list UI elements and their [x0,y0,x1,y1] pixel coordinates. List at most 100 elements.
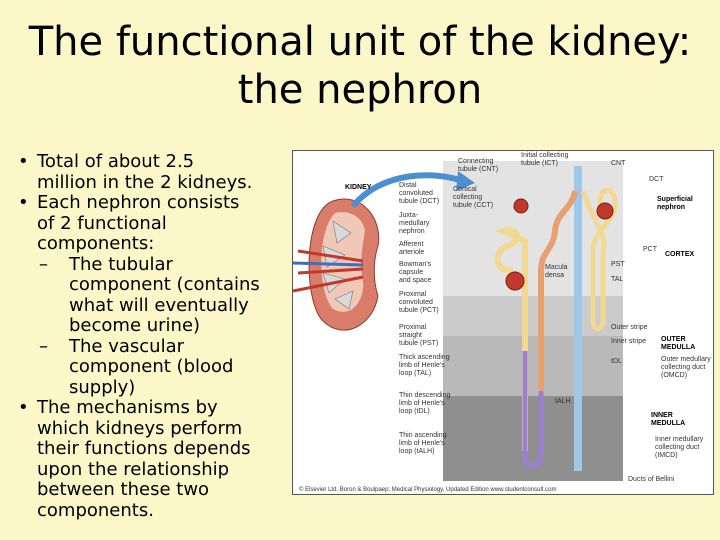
bullet-icon: • [18,397,29,418]
label-cortical-1: Cortical [453,186,477,193]
label-proximal-straight-2: straight [399,332,422,339]
label-imcd-3: (IMCD) [655,452,678,459]
pointer-arrowhead [456,171,475,191]
label-cortex: CORTEX [665,251,695,258]
label-afferent-1: Afferent [399,241,423,248]
bullet-text-line: components: [37,233,155,254]
glomerulus-icon [505,271,525,291]
sub-bullet-text-line: The vascular [69,335,184,357]
label-macula-2: densa [545,272,564,279]
bullet-text-line: their functions depends [37,438,251,459]
bullet-item-mechanisms: • The mechanisms by which kidneys perfor… [10,397,288,521]
bullet-item-components: • Each nephron consists of 2 functional … [10,192,288,255]
bullet-list: • Total of about 2.5 million in the 2 ki… [10,151,288,521]
label-inner-stripe: Inner stripe [611,338,646,345]
label-distal-1: Distal [399,182,417,189]
title-line-2: the nephron [237,67,483,113]
label-talh: tALH [555,398,571,405]
bullet-icon: • [18,151,29,172]
bullet-text-line: The mechanisms by [37,397,218,418]
label-juxta-2: medullary [399,220,430,227]
label-juxta-1: Juxta- [399,212,419,219]
label-bowmans-1: Bowman's [399,261,432,268]
label-distal-2: convoluted [399,190,433,197]
label-inner-medulla-1: INNER [651,412,673,419]
label-outer-medulla-1: OUTER [661,336,686,343]
label-thin-desc-3: loop (tDL) [399,408,430,415]
label-dct: DCT [649,176,664,183]
label-thick-asc-2: limb of Henle's [399,362,445,369]
loop-bottom [522,455,544,469]
sub-bullet-tubular: – The tubular component (contains what w… [10,253,288,337]
figure-credit: © Elsevier Ltd. Boron & Boulpaep: Medica… [299,486,556,493]
sub-bullet-text-line: component (blood [69,356,234,377]
label-outer-medulla-2: MEDULLA [661,344,695,351]
label-proximal-conv-1: Proximal [399,291,427,298]
proximal-tubule [494,227,528,451]
sub-bullet-text-line: what will eventually [69,294,249,316]
glomerulus-icon [596,202,614,220]
label-tal: TAL [611,276,623,283]
label-distal-3: tubule (DCT) [399,198,439,205]
label-connecting-tubule-2: tubule (CNT) [458,166,498,173]
label-cortical-2: collecting [453,194,482,201]
label-imcd-2: collecting duct [655,444,699,451]
nephron-diagram: KIDNEY Connecting tubule (CNT) Initial c… [293,152,711,493]
bullet-icon: • [18,192,29,213]
label-thin-desc-1: Thin descending [399,392,450,399]
label-thin-asc-2: limb of Henle's [399,440,445,447]
label-proximal-straight-3: tubule (PST) [399,340,438,347]
label-thick-asc-1: Thick ascending [399,354,450,361]
label-inner-medulla-2: MEDULLA [651,420,685,427]
label-proximal-conv-2: convoluted [399,299,433,306]
sub-bullet-text-line: supply) [69,376,136,398]
title-line-1: The functional unit of the kidney: [28,19,692,65]
label-pct: PCT [643,246,658,253]
renal-vein [293,261,364,267]
label-omcd-1: Outer medullary [661,356,711,363]
nephron-figure: KIDNEY Connecting tubule (CNT) Initial c… [292,150,714,495]
superficial-nephron [580,187,618,331]
label-macula-1: Macula [545,264,568,271]
sub-bullet-text-line: become urine) [69,315,201,336]
label-cortical-3: tubule (CCT) [453,202,493,209]
label-connecting-tubule-1: Connecting [458,158,494,165]
label-bowmans-2: capsule [399,269,423,276]
label-outer-stripe: Outer stripe [611,324,648,331]
label-omcd-2: collecting duct [661,364,705,371]
sub-bullet-text-line: The tubular [69,253,173,275]
dash-icon: – [39,335,48,357]
label-afferent-2: arteriole [399,249,424,256]
label-pst: PST [611,261,625,268]
label-thin-asc-3: loop (tALH) [399,448,434,455]
label-proximal-conv-3: tubule (PCT) [399,307,439,314]
label-initial-collecting-2: tubule (ICT) [521,160,558,167]
bullet-item-total: • Total of about 2.5 million in the 2 ki… [10,151,288,193]
inner-stripe-zone [443,336,623,396]
bullet-text-line: Each nephron consists [37,192,240,213]
bullet-text-line: between these two [37,479,210,500]
bullet-text-line: which kidneys perform [37,417,243,439]
renal-vessels [293,249,364,293]
label-proximal-straight-1: Proximal [399,324,427,331]
label-thick-asc-3: loop (TAL) [399,370,431,377]
sub-bullet-text-line: component (contains [69,274,260,295]
label-initial-collecting-1: Initial collecting [521,152,569,159]
bullet-text-line: upon the relationship [37,458,230,480]
kidney-pyramids [322,220,354,310]
bullet-text-line: of 2 functional [37,212,167,234]
label-juxta-3: nephron [399,228,425,235]
label-superficial-2: nephron [657,204,685,211]
label-bowmans-3: and space [399,277,431,284]
thick-ascending-limb [538,190,578,391]
label-superficial-1: Superficial [657,196,693,203]
bullet-text-line: components. [37,499,154,521]
bullet-text-line: million in the 2 kidneys. [37,171,253,193]
bullet-text-line: Total of about 2.5 [37,151,195,172]
label-kidney: KIDNEY [345,184,372,191]
label-imcd-1: Inner medullary [655,436,704,443]
label-cnt: CNT [611,160,626,167]
label-thin-desc-2: limb of Henle's [399,400,445,407]
label-thin-asc-1: Thin ascending [399,432,447,439]
slide-title: The functional unit of the kidney: the n… [0,18,720,114]
